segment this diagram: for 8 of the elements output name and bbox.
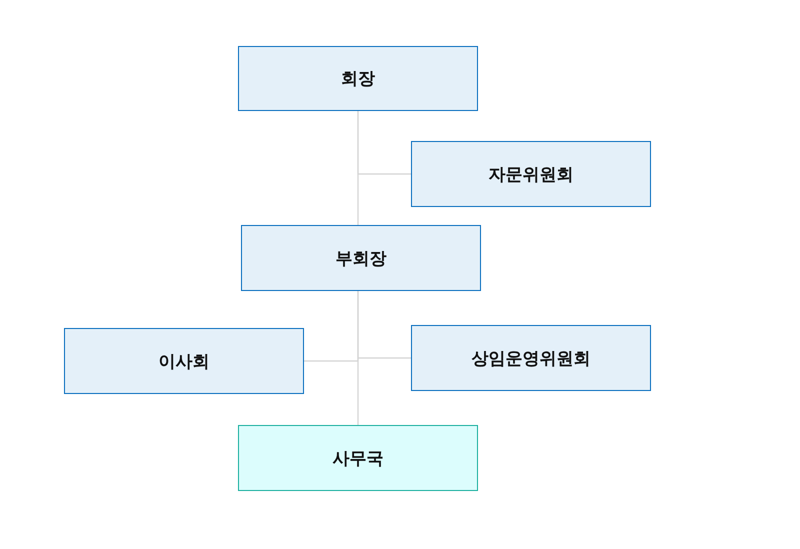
org-box: 자문위원회 bbox=[411, 141, 651, 207]
org-box: 사무국 bbox=[238, 425, 478, 491]
connector-line bbox=[357, 111, 411, 175]
org-box: 이사회 bbox=[64, 328, 304, 394]
org-box: 상임운영위원회 bbox=[411, 325, 651, 391]
connector-line bbox=[357, 291, 359, 425]
org-box: 회장 bbox=[238, 46, 478, 111]
org-box: 부회장 bbox=[241, 225, 481, 291]
